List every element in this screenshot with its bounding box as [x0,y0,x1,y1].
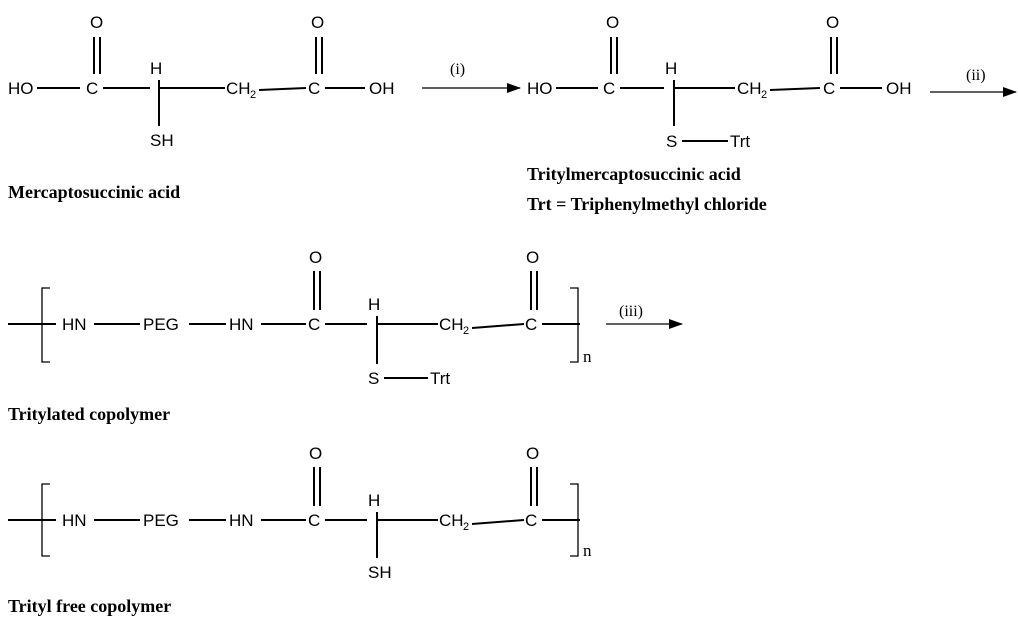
atom-h: H [150,59,162,78]
atom-hn: HN [62,315,87,334]
atom-oh: OH [369,79,395,98]
atom-o: O [606,13,619,32]
caption-tritylated-copolymer: Tritylated copolymer [8,404,170,424]
atom-carbonyl-c: C [823,79,835,98]
bond [471,519,525,525]
subscript-2: 2 [250,89,256,101]
atom-hn: HN [229,315,254,334]
atom-carbonyl-c: C [525,315,537,334]
atom-carbonyl-c: C [86,79,98,98]
trityl-free-copolymer-structure: HN PEG HN C O H SH CH 2 C O n [8,444,592,582]
caption-mercaptosuccinic-acid: Mercaptosuccinic acid [8,182,180,202]
left-bracket [41,287,50,363]
step-label-ii: (ii) [966,67,986,84]
bond [471,323,525,329]
atom-sh: SH [368,563,392,582]
atom-o: O [311,13,324,32]
atom-carbonyl-c: C [308,511,320,530]
atom-h: H [665,59,677,78]
atom-oh: OH [886,79,912,98]
atom-carbonyl-c: C [603,79,615,98]
right-bracket [570,287,579,363]
bond [258,87,307,91]
atom-hn: HN [62,511,87,530]
bond [769,87,821,91]
atom-ch: CH [737,79,762,98]
atom-o: O [526,444,539,463]
atom-o: O [309,248,322,267]
subscript-2: 2 [761,89,767,101]
atom-ch: CH [439,511,464,530]
left-bracket [41,483,50,557]
atom-s: S [368,369,379,388]
right-bracket [570,483,579,557]
tritylated-copolymer-structure: HN PEG HN C O H S Trt CH 2 C O n [8,248,592,388]
atom-ch: CH [439,315,464,334]
atom-o: O [309,444,322,463]
atom-ho: HO [8,79,34,98]
caption-tritylmercaptosuccinic-acid: Tritylmercaptosuccinic acid [527,164,741,184]
atom-h: H [368,491,380,510]
tritylmercaptosuccinic-acid-structure: HO C O H S Trt CH 2 C O OH [527,13,912,151]
caption-trt-definition: Trt = Triphenylmethyl chloride [527,194,767,214]
atom-hn: HN [229,511,254,530]
atom-trt: Trt [730,132,750,151]
step-label-i: (i) [450,61,465,78]
atom-trt: Trt [430,369,450,388]
atom-s: S [666,132,677,151]
atom-carbonyl-c: C [525,511,537,530]
repeat-unit-n: n [583,541,592,560]
atom-h: H [368,295,380,314]
repeat-unit-n: n [583,347,592,366]
atom-sh: SH [150,131,174,150]
atom-o: O [526,248,539,267]
atom-ch: CH [226,79,251,98]
atom-carbonyl-c: C [308,315,320,334]
atom-peg: PEG [143,511,179,530]
subscript-2: 2 [463,325,469,337]
caption-trityl-free-copolymer: Trityl free copolymer [8,596,171,616]
atom-o: O [90,13,103,32]
atom-o: O [826,13,839,32]
atom-peg: PEG [143,315,179,334]
subscript-2: 2 [463,521,469,533]
mercaptosuccinic-acid-structure: HO C O H SH CH 2 C O OH [8,13,395,150]
step-label-iii: (iii) [619,303,643,320]
atom-ho: HO [527,79,553,98]
atom-carbonyl-c: C [308,79,320,98]
